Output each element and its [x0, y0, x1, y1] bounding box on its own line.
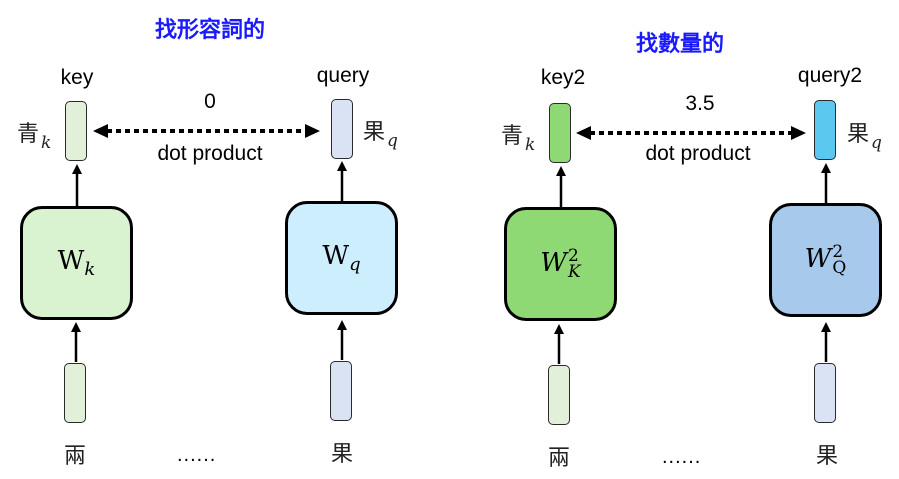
input-vector-left — [64, 363, 86, 423]
input-token-left: 兩 — [64, 443, 87, 468]
key-token-char: 青 — [17, 121, 40, 146]
input2-token-right: 果 — [816, 443, 839, 468]
key2-label: key2 — [540, 66, 586, 89]
ellipsis: ...... — [177, 444, 217, 466]
dot-product-label-2: dot product — [645, 142, 751, 165]
key-label: key — [60, 66, 94, 89]
panel-title-2: 找數量的 — [635, 31, 724, 56]
input2-vector-right — [814, 363, 836, 423]
key-token-sub: k — [41, 133, 52, 153]
key-weight-matrix: Wk — [20, 206, 133, 320]
query-token-char: 果 — [363, 119, 386, 144]
query2-label: query2 — [797, 64, 863, 87]
dot-product-score-2: 3.5 — [685, 92, 715, 115]
key-matrix-label: Wk — [57, 246, 96, 280]
panel-title: 找形容詞的 — [154, 17, 265, 42]
input2-token-left: 兩 — [548, 445, 571, 470]
query-vector — [331, 99, 353, 159]
ellipsis-2: ...... — [662, 446, 702, 468]
input2-vector-left — [548, 365, 570, 425]
arrowhead-left — [93, 124, 108, 138]
dot-product-label: dot product — [157, 142, 263, 165]
query-token-sub: q — [387, 131, 398, 151]
key-vector — [65, 101, 87, 161]
dot-product-score: 0 — [204, 90, 216, 113]
input-token-right: 果 — [331, 441, 354, 466]
arrowhead-right — [305, 124, 320, 138]
query-matrix-label: Wq — [322, 241, 361, 275]
input-vector-right — [330, 361, 352, 421]
query-weight-matrix: Wq — [285, 201, 398, 315]
query-label: query — [316, 64, 370, 87]
key2-vector — [549, 103, 571, 163]
query2-vector — [814, 100, 836, 160]
